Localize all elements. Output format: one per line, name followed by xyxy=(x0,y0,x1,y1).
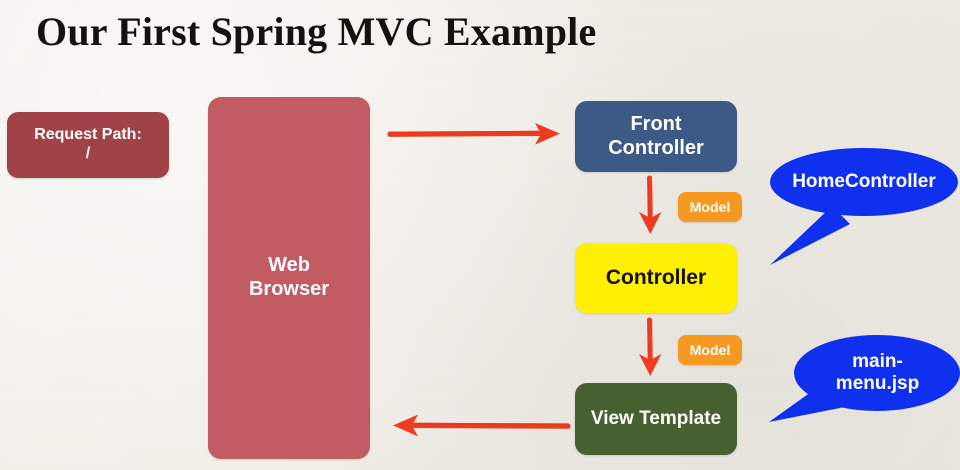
model-badge-upper: Model xyxy=(678,192,742,222)
front-controller-label-line2: Controller xyxy=(608,136,704,159)
view-template-box: View Template xyxy=(575,383,737,455)
callout-main-menu-jsp: main- menu.jsp xyxy=(769,335,960,422)
arrow-browser-to-front-controller xyxy=(387,123,560,145)
web-browser-label-line2: Browser xyxy=(248,278,330,300)
callout-main-menu-jsp-label-line2: menu.jsp xyxy=(835,373,920,394)
front-controller-label-line1: Front xyxy=(630,112,682,135)
callout-bubble-shape xyxy=(770,148,958,265)
callout-bubble-shape xyxy=(769,335,960,422)
model-badge-lower-label: Model xyxy=(689,342,731,358)
request-path-value: / xyxy=(85,145,91,162)
arrow-view-template-to-browser xyxy=(393,414,571,437)
web-browser-box: Web Browser xyxy=(208,97,370,459)
callout-home-controller-label: HomeController xyxy=(792,171,936,193)
view-template-label: View Template xyxy=(590,407,722,429)
request-path-label: Request Path: xyxy=(34,126,142,144)
model-badge-lower: Model xyxy=(678,335,742,365)
controller-label: Controller xyxy=(605,265,707,289)
request-path-box: Request Path: / xyxy=(7,112,169,178)
model-badge-upper-label: Model xyxy=(689,199,731,215)
arrow-controller-to-view-template xyxy=(639,317,662,376)
callout-main-menu-jsp-label-line1: main- xyxy=(852,351,903,373)
arrow-front-controller-to-controller xyxy=(639,175,662,234)
front-controller-box: Front Controller xyxy=(575,101,737,172)
web-browser-label-line1: Web xyxy=(268,254,310,277)
controller-box: Controller xyxy=(575,243,737,313)
page-title: Our First Spring MVC Example xyxy=(36,9,597,54)
callout-home-controller: HomeController xyxy=(770,148,958,265)
